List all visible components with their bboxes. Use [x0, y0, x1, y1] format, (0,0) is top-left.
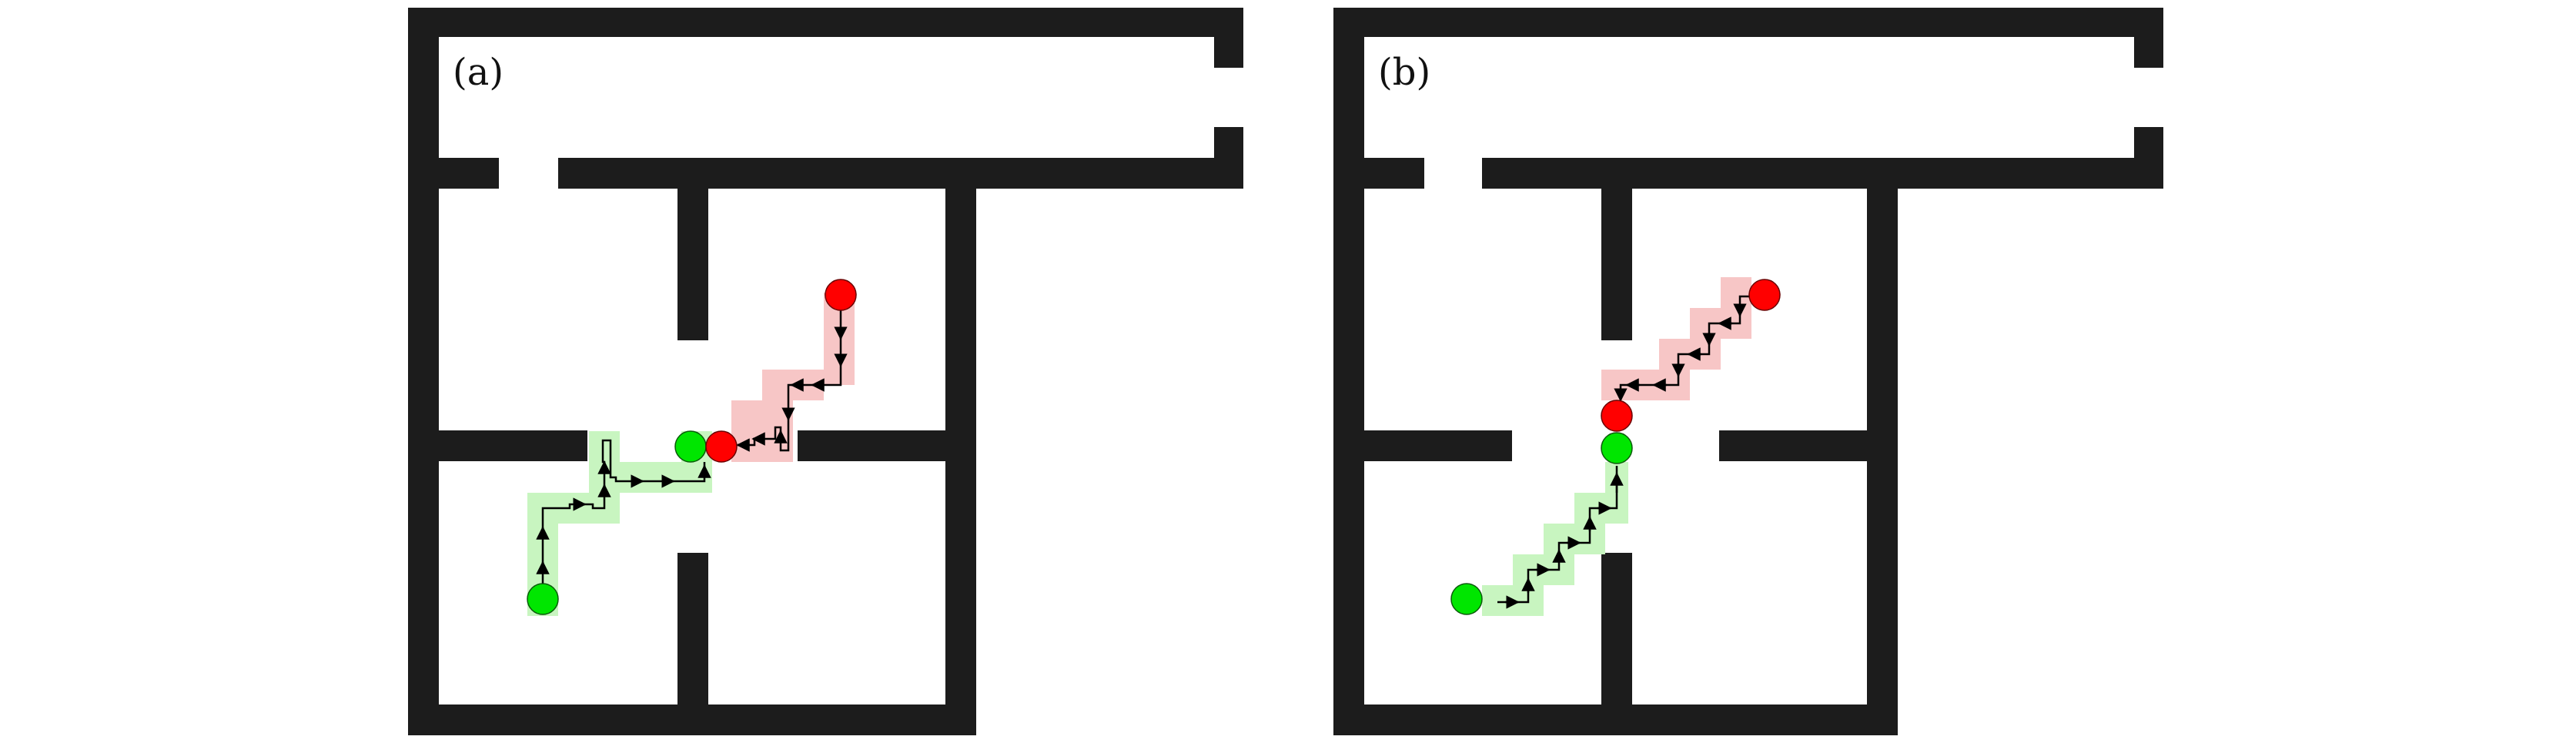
wall-right-stub-top — [1214, 8, 1243, 68]
wall-left — [408, 8, 439, 735]
panel-a-green-trajectory — [536, 439, 711, 593]
wall-room-right — [945, 158, 976, 735]
wall-corridor-left — [408, 158, 499, 189]
path-cell — [589, 431, 620, 462]
wall-inner-top-vertical — [1601, 189, 1632, 340]
wall-top — [1333, 8, 2163, 37]
path-cell — [651, 462, 681, 493]
panel-b-red-trajectory — [1614, 295, 1751, 402]
panel-b: (b) — [1333, 8, 2163, 735]
path-cell — [620, 462, 651, 493]
wall-room-right — [1867, 158, 1898, 735]
wall-mid-right — [1719, 430, 1867, 461]
panel-b-walls — [1333, 8, 2163, 735]
wall-mid-right — [798, 430, 945, 461]
path-cell — [731, 400, 762, 431]
wall-mid-left — [439, 430, 587, 461]
wall-corridor-left — [1333, 158, 1424, 189]
wall-left — [1333, 8, 1364, 735]
panel-a-red-trajectory — [736, 304, 848, 452]
path-cell — [1482, 585, 1544, 616]
red-goal-marker — [1601, 400, 1633, 432]
wall-inner-bottom-vertical — [677, 553, 708, 735]
red-goal-marker — [705, 430, 738, 463]
red-start-marker — [1748, 279, 1781, 311]
panel-b-label: (b) — [1378, 51, 1430, 94]
wall-inner-top-vertical — [677, 189, 708, 340]
green-goal-marker — [1601, 432, 1633, 464]
path-cell — [1721, 277, 1751, 339]
wall-corridor-right — [1482, 158, 2163, 189]
path-cell — [681, 462, 712, 493]
green-start-marker — [527, 583, 559, 615]
panel-b-green-trajectory — [1497, 466, 1624, 609]
path-cell — [824, 354, 855, 385]
path-cell — [824, 323, 855, 354]
panel-a: (a) — [408, 8, 1243, 735]
wall-right-stub-top — [2134, 8, 2163, 68]
wall-inner-bottom-vertical — [1601, 553, 1632, 735]
wall-corridor-right — [558, 158, 1243, 189]
green-start-marker — [1450, 583, 1483, 615]
green-goal-marker — [674, 430, 707, 463]
wall-top — [408, 8, 1243, 37]
panel-a-label: (a) — [453, 51, 503, 94]
wall-mid-left — [1364, 430, 1512, 461]
panel-a-walls — [408, 8, 1243, 735]
red-start-marker — [825, 279, 857, 311]
